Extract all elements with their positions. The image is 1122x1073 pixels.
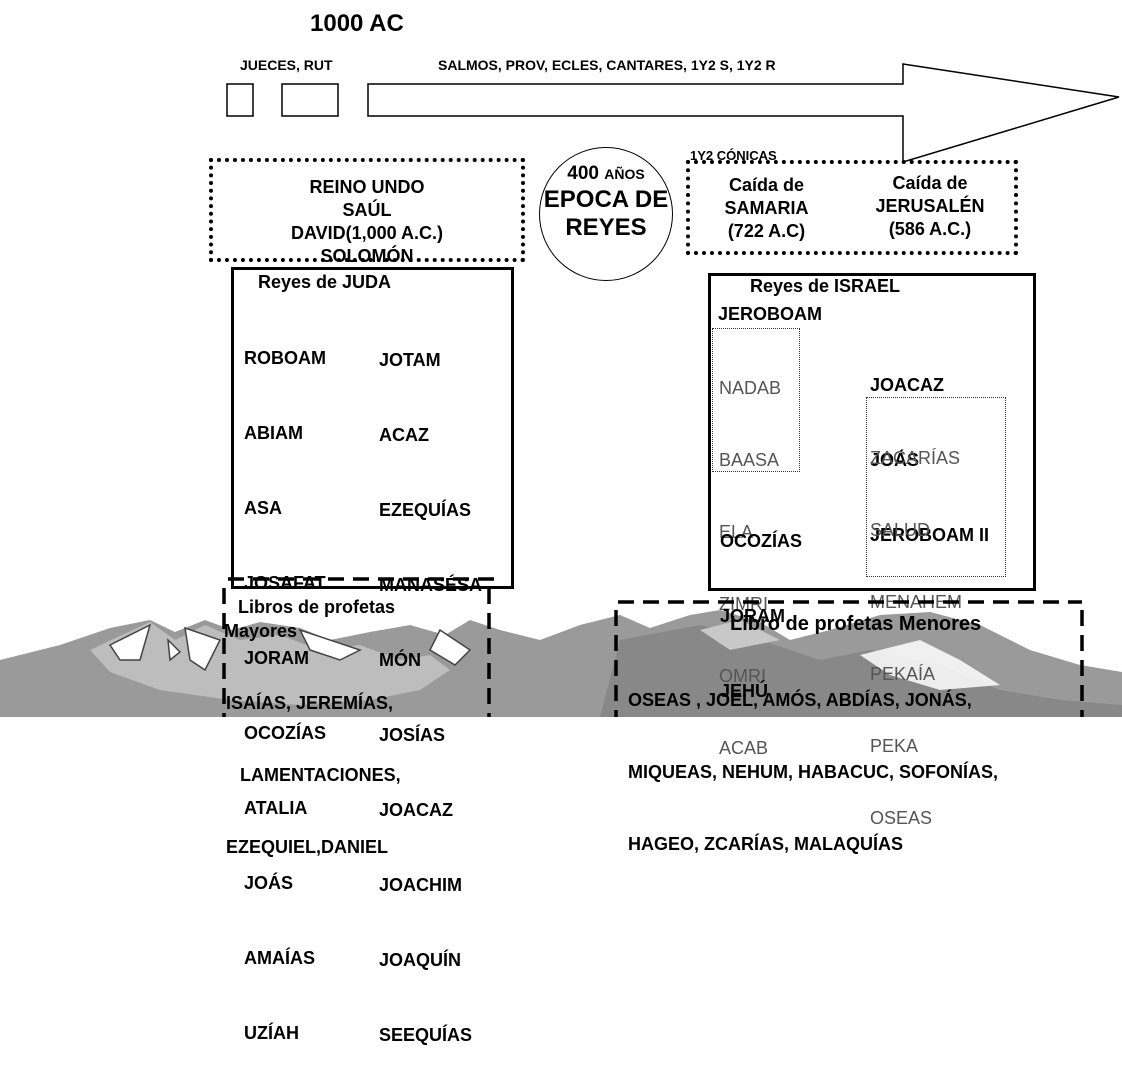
menores-heading: Libro de profetas Menores [730,613,981,636]
juda-king: SEEQUÍAS [379,1023,482,1048]
juda-king: AMAÍAS [244,946,326,971]
juda-king: UZÍAH [244,1021,326,1046]
mayores-line: EZEQUIEL,DANIEL [226,835,401,859]
menores-line: OSEAS , JOEL, AMÓS, ABDÍAS, JONÁS, [628,688,998,712]
menores-dashed-border [0,0,1122,717]
mayores-line: LAMENTACIONES, [240,763,401,787]
juda-king: JOAQUÍN [379,948,482,973]
menores-line: HAGEO, ZCARÍAS, MALAQUÍAS [628,832,998,856]
menores-list: OSEAS , JOEL, AMÓS, ABDÍAS, JONÁS, MIQUE… [628,640,998,880]
menores-line: MIQUEAS, NEHUM, HABACUC, SOFONÍAS, [628,760,998,784]
